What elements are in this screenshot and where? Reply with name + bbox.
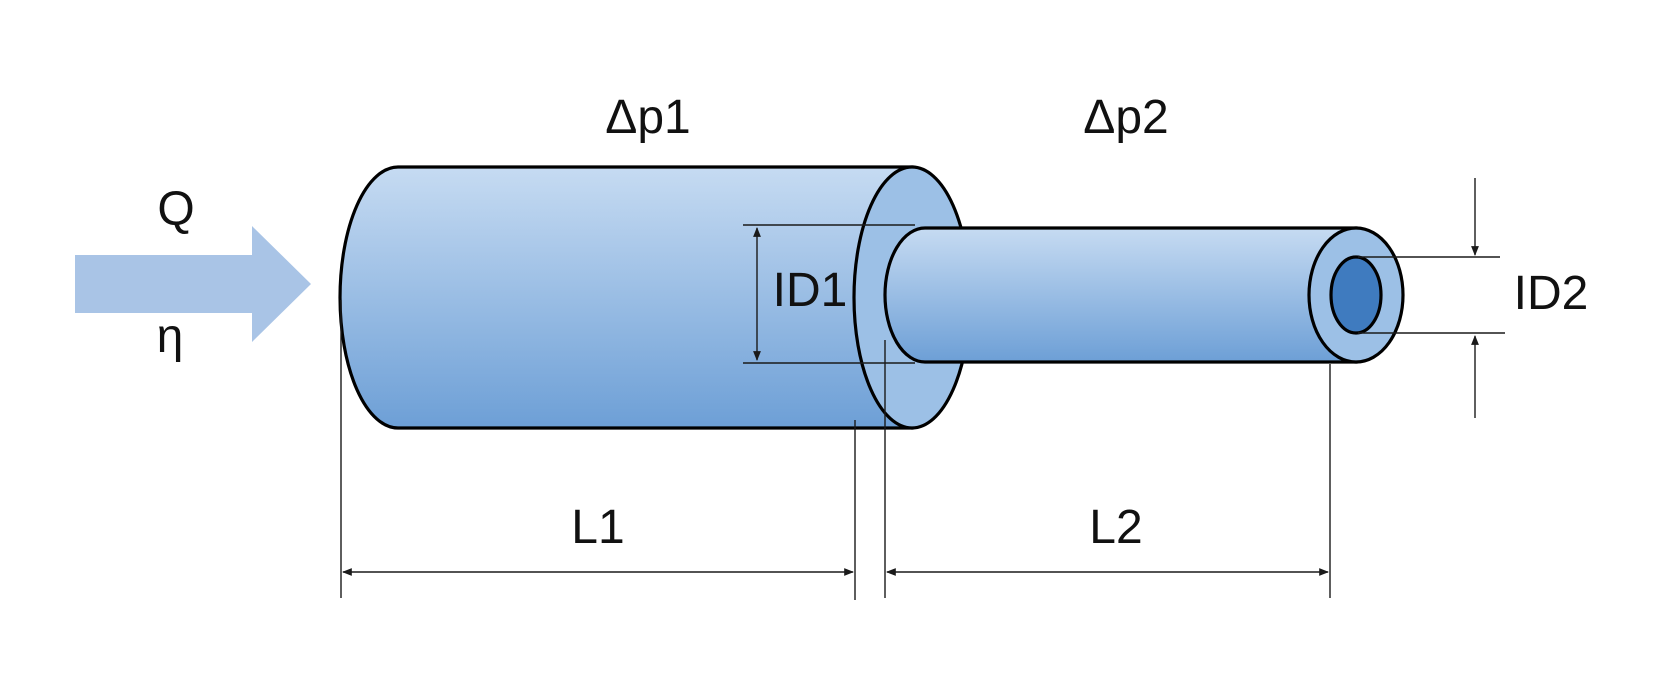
small-pipe bbox=[883, 226, 1405, 364]
inner-diameter-1-label: ID1 bbox=[773, 264, 848, 317]
id1-dimension bbox=[743, 224, 915, 364]
length-dimensions bbox=[340, 300, 1331, 600]
small-pipe-body bbox=[883, 226, 1358, 364]
large-pipe bbox=[338, 165, 972, 430]
id2-dimension bbox=[1358, 178, 1505, 418]
length-1-label: L1 bbox=[571, 501, 624, 554]
flow-rate-label: Q bbox=[157, 183, 194, 236]
length-2-label: L2 bbox=[1089, 501, 1142, 554]
pressure-drop-1-label: Δp1 bbox=[605, 91, 690, 144]
inner-diameter-2-label: ID2 bbox=[1514, 267, 1589, 320]
pressure-drop-2-label: Δp2 bbox=[1083, 91, 1168, 144]
flow-arrow bbox=[75, 226, 311, 342]
small-pipe-bore bbox=[1329, 255, 1383, 335]
viscosity-label: η bbox=[157, 310, 184, 363]
